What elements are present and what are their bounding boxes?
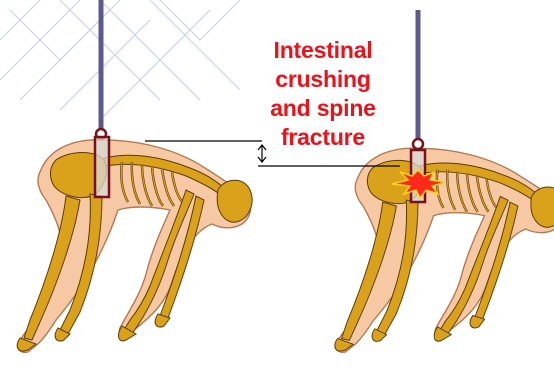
caption-line-4: fracture bbox=[248, 123, 398, 152]
suspension-strap-before bbox=[96, 0, 106, 139]
caption-line-3: and spine bbox=[248, 94, 398, 123]
caption-line-2: crushing bbox=[248, 65, 398, 94]
suspension-strap-after bbox=[413, 10, 423, 149]
watermark-pattern bbox=[0, 0, 240, 120]
caption-line-1: Intestinal bbox=[248, 36, 398, 65]
harness-bar-before bbox=[95, 137, 109, 197]
injury-caption: Intestinal crushing and spine fracture bbox=[248, 36, 398, 152]
